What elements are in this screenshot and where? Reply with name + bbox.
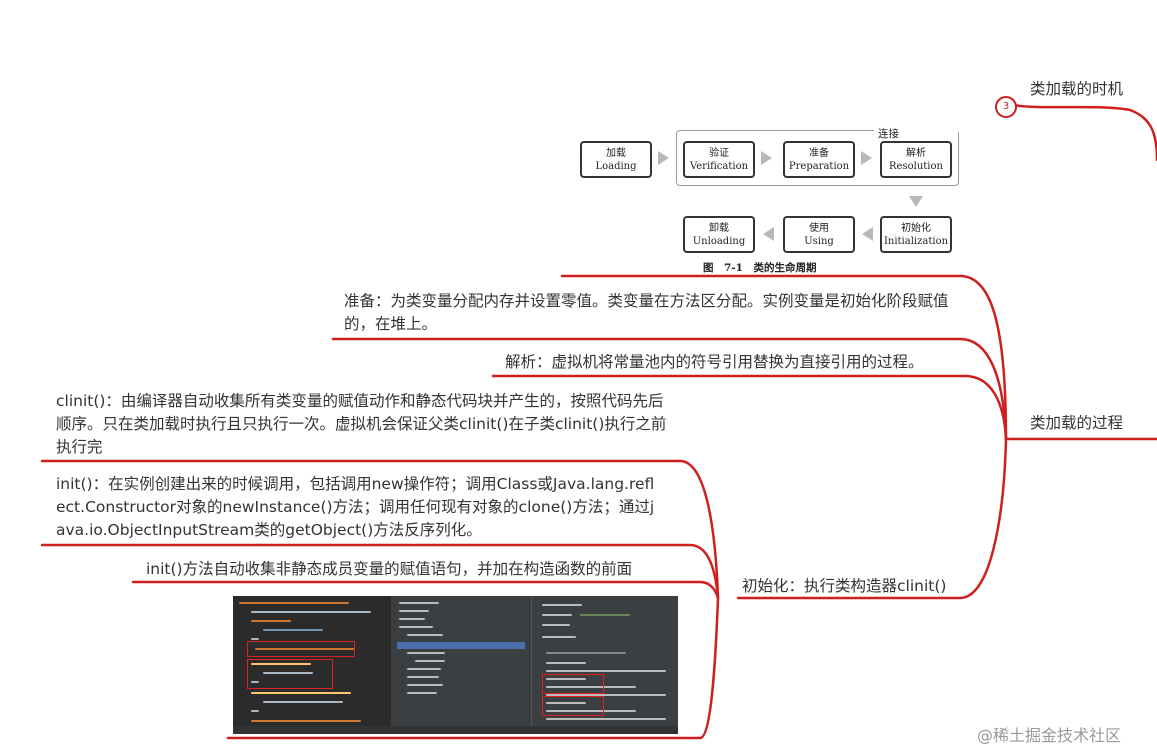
priority-badge: 3 <box>995 96 1017 118</box>
box-initialization-en: Initialization <box>883 235 949 247</box>
box-using: 使用 Using <box>783 216 855 253</box>
figure-caption: 图 7-1 类的生命周期 <box>703 262 817 274</box>
status-strip <box>233 726 678 734</box>
watermark: @稀土掘金技术社区 <box>977 726 1122 745</box>
box-preparation-zh: 准备 <box>809 147 829 159</box>
node-class-load-process[interactable]: 类加载的过程 <box>1030 414 1124 432</box>
highlight-box <box>542 674 604 694</box>
highlight-box <box>542 696 604 716</box>
arrow-right-icon <box>761 151 772 165</box>
node-clinit[interactable]: clinit()：由编译器自动收集所有类变量的赋值动作和静态代码块并产生的，按照… <box>56 392 667 456</box>
box-unloading-zh: 卸载 <box>709 222 729 234</box>
node-init-collect[interactable]: init()方法自动收集非静态成员变量的赋值语句，并加在构造函数的前面 <box>146 560 633 578</box>
ide-bytecode-screenshot <box>233 596 678 734</box>
box-loading: 加载 Loading <box>580 141 652 178</box>
arrow-left-icon <box>763 227 774 241</box>
box-preparation-en: Preparation <box>788 160 850 172</box>
box-loading-zh: 加载 <box>606 147 626 159</box>
node-initialization[interactable]: 初始化：执行类构造器clinit() <box>742 577 947 595</box>
box-resolution-en: Resolution <box>889 160 943 172</box>
arrow-right-icon <box>658 151 669 165</box>
box-verification-zh: 验证 <box>709 147 729 159</box>
box-initialization-zh: 初始化 <box>901 222 931 234</box>
box-unloading: 卸载 Unloading <box>683 216 755 253</box>
arrow-right-icon <box>861 151 872 165</box>
class-tree-pane <box>391 596 531 734</box>
box-unloading-en: Unloading <box>692 235 746 247</box>
box-resolution: 解析 Resolution <box>880 141 952 178</box>
box-initialization: 初始化 Initialization <box>880 216 952 253</box>
box-resolution-zh: 解析 <box>906 147 926 159</box>
highlight-box <box>247 659 333 689</box>
box-using-en: Using <box>804 235 834 247</box>
node-prepare[interactable]: 准备：为类变量分配内存并设置零值。类变量在方法区分配。实例变量是初始化阶段赋值的… <box>344 292 949 333</box>
arrow-down-icon <box>909 196 923 207</box>
box-verification: 验证 Verification <box>683 141 755 178</box>
box-loading-en: Loading <box>595 160 637 172</box>
node-class-load-timing[interactable]: 类加载的时机 <box>1030 80 1124 98</box>
node-init[interactable]: init()：在实例创建出来的时候调用，包括调用new操作符；调用Class或J… <box>56 475 655 539</box>
arrow-left-icon <box>862 227 873 241</box>
connector-timing <box>1012 103 1157 162</box>
box-using-zh: 使用 <box>809 222 829 234</box>
class-lifecycle-figure: 连接（Linking） 加载 Loading 验证 Verification 准… <box>578 126 960 276</box>
bytecode-inspector-pane <box>531 596 678 734</box>
selected-tree-row <box>397 642 525 649</box>
highlight-box <box>247 641 355 657</box>
node-resolve[interactable]: 解析：虚拟机将常量池内的符号引用替换为直接引用的过程。 <box>505 353 924 371</box>
box-preparation: 准备 Preparation <box>783 141 855 178</box>
box-verification-en: Verification <box>689 160 749 172</box>
code-editor-pane <box>233 596 391 734</box>
